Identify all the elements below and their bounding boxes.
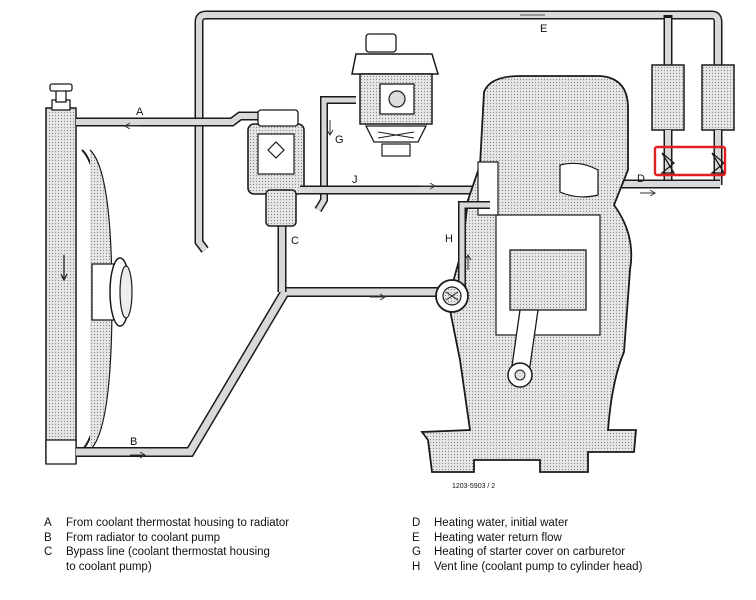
legend-item-c: C Bypass line (coolant thermostat housin… bbox=[44, 545, 364, 574]
label-a: A bbox=[136, 106, 144, 118]
label-j: J bbox=[352, 174, 358, 186]
engine-block bbox=[420, 75, 637, 473]
legend-item-a: A From coolant thermostat housing to rad… bbox=[44, 516, 364, 531]
pipe-h bbox=[458, 201, 490, 290]
legend-right: D Heating water, initial water E Heating… bbox=[412, 516, 742, 574]
diagram-canvas: A B C D E G H J 1203-5903 / 2 bbox=[45, 10, 735, 490]
carburetor bbox=[351, 33, 440, 157]
legend-text: Heating water, initial water bbox=[434, 517, 569, 529]
legend-text: Heating water return flow bbox=[434, 531, 562, 544]
pipe-b bbox=[76, 287, 440, 459]
label-e: E bbox=[540, 23, 547, 35]
legend-key: A bbox=[44, 517, 52, 529]
pipe-g bbox=[314, 96, 356, 213]
coolant-pump bbox=[435, 279, 469, 313]
legend-text: Bypass line (coolant thermostat housing … bbox=[66, 546, 270, 573]
legend-item-e: E Heating water return flow bbox=[412, 531, 742, 546]
legend-text: From coolant thermostat housing to radia… bbox=[66, 517, 290, 529]
legend-text: Vent line (coolant pump to cylinder head… bbox=[434, 560, 643, 573]
legend-item-b: B From radiator to coolant pump bbox=[44, 531, 364, 546]
label-d: D bbox=[637, 173, 645, 185]
drawing-number: 1203-5903 / 2 bbox=[452, 483, 495, 490]
legend-item-g: G Heating of starter cover on carburetor bbox=[412, 545, 742, 560]
label-b: B bbox=[130, 436, 137, 448]
radiator bbox=[45, 83, 77, 465]
thermostat-housing bbox=[247, 109, 305, 227]
legend-key: B bbox=[44, 531, 52, 544]
label-h: H bbox=[445, 233, 453, 245]
heater-valve-highlight bbox=[653, 145, 727, 177]
pipe-a bbox=[76, 111, 260, 130]
heater-valves bbox=[660, 152, 726, 174]
legend-key: C bbox=[44, 546, 53, 558]
legend-text: From radiator to coolant pump bbox=[66, 531, 221, 544]
pipe-j bbox=[300, 182, 490, 195]
legend-item-h: H Vent line (coolant pump to cylinder he… bbox=[412, 560, 742, 575]
legend-text: Heating of starter cover on carburetor bbox=[434, 546, 626, 558]
legend-key: G bbox=[412, 546, 421, 558]
pipe-e bbox=[194, 10, 723, 253]
label-c: C bbox=[291, 235, 299, 247]
heater-cores bbox=[651, 64, 735, 185]
legend-item-d: D Heating water, initial water bbox=[412, 516, 742, 531]
legend-left: A From coolant thermostat housing to rad… bbox=[44, 516, 364, 574]
fan bbox=[60, 149, 133, 451]
legend-key: D bbox=[412, 517, 421, 529]
label-g: G bbox=[335, 134, 344, 146]
legend-key: H bbox=[412, 560, 421, 573]
legend-key: E bbox=[412, 531, 420, 544]
